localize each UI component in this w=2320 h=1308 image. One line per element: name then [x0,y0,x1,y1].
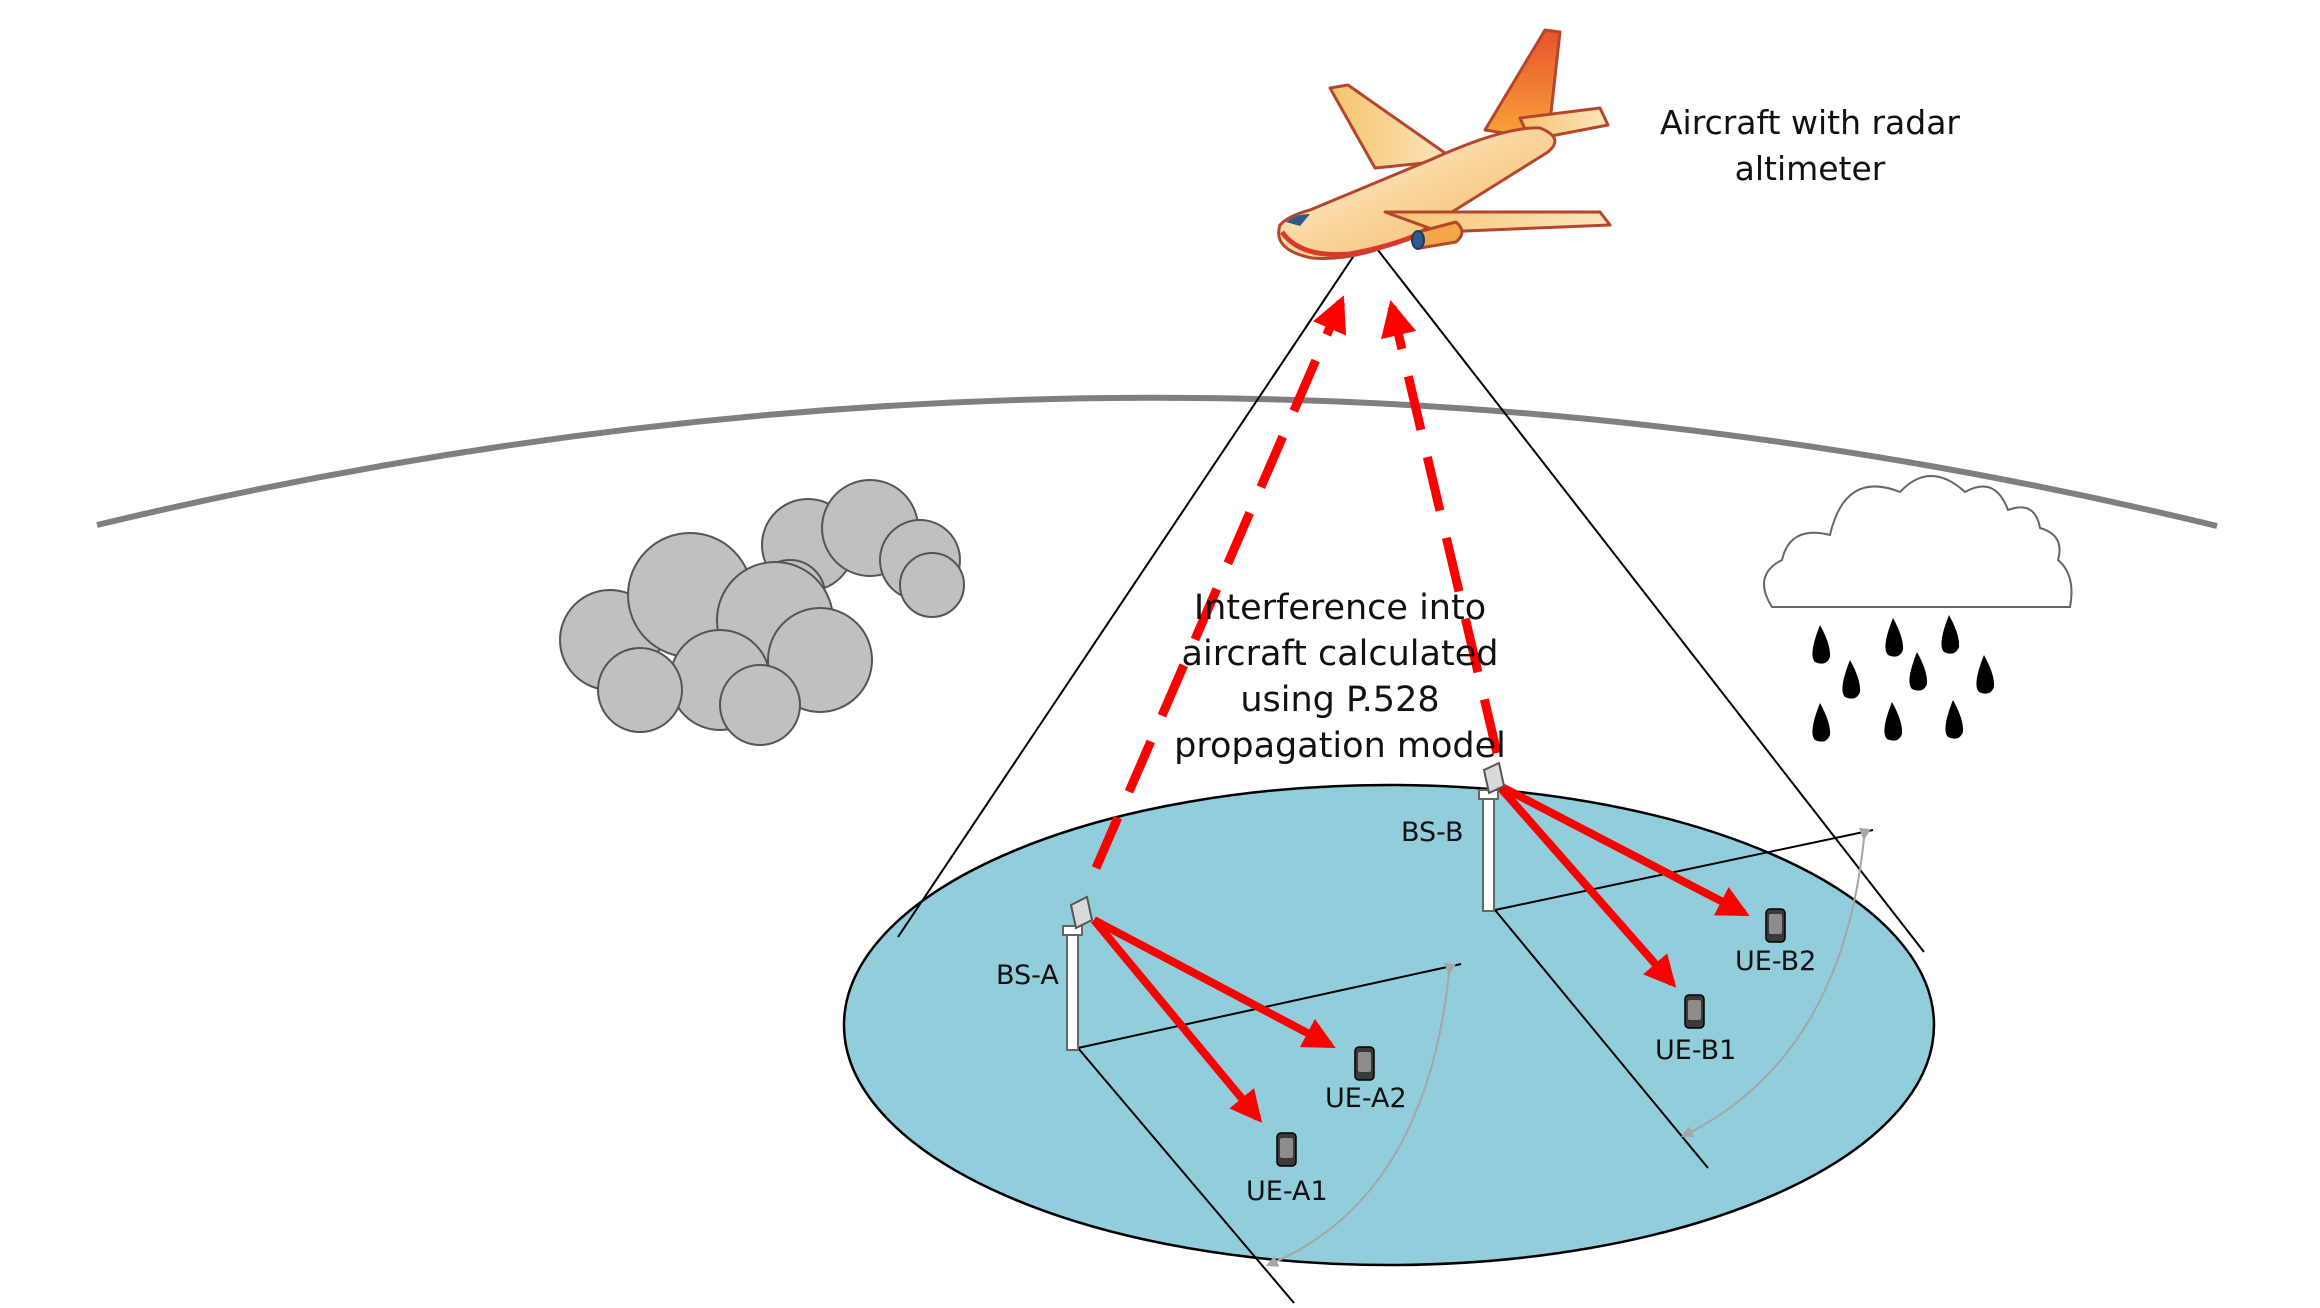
bs-b-reference-axis-radial [1494,909,1709,1169]
aircraft-caption: Aircraft with radar altimeter [1600,100,2020,192]
bs-a-reference-axis-radial [1077,1047,1295,1304]
bs-a-label: BS-A [996,960,1059,991]
aircraft-caption-line-2: altimeter [1734,149,1886,188]
link-bs-b-ue-b2 [1496,781,1750,917]
bs-b-base-station-icon [1478,761,1506,912]
link-bs-b-ue-b1 [1494,782,1677,988]
interference-caption-line-2: aircraft calculated [1181,634,1499,674]
cloud-icon [559,479,965,746]
interference-caption-line-3: using P.528 [1240,680,1440,720]
link-bs-a-ue-a1 [1090,917,1263,1123]
interference-caption: Interference into aircraft calculated us… [1140,585,1540,769]
ue-a2-label: UE-A2 [1325,1083,1407,1114]
earth-horizon-curve [96,394,2218,529]
aircraft-caption-line-1: Aircraft with radar [1659,103,1960,142]
bs-a-base-station-icon [1062,895,1094,1051]
bs-b-label: BS-B [1401,817,1464,848]
ue-b2-mobile-phone-icon [1765,908,1786,943]
link-bs-a-ue-a2 [1092,916,1336,1049]
ue-a1-mobile-phone-icon [1276,1132,1297,1167]
interference-path-bs-a [1091,295,1347,870]
interference-caption-line-1: Interference into [1193,588,1487,628]
aircraft-icon [1277,28,1612,260]
raindrops [1812,615,1995,742]
ue-b1-label: UE-B1 [1655,1035,1737,1066]
visibility-cone-left-edge [897,235,1368,938]
rain-cloud-icon [1763,475,2073,608]
ue-b2-label: UE-B2 [1735,946,1817,977]
interference-path-bs-b [1381,299,1502,755]
ue-a1-label: UE-A1 [1246,1176,1328,1207]
interference-caption-line-4: propagation model [1174,726,1506,766]
ue-b1-mobile-phone-icon [1684,994,1705,1029]
ground-coverage-disc [842,783,1936,1267]
ue-a2-mobile-phone-icon [1354,1046,1375,1081]
bs-a-azimuth-arc [1265,962,1456,1267]
bs-b-azimuth-arc [1680,827,1871,1138]
